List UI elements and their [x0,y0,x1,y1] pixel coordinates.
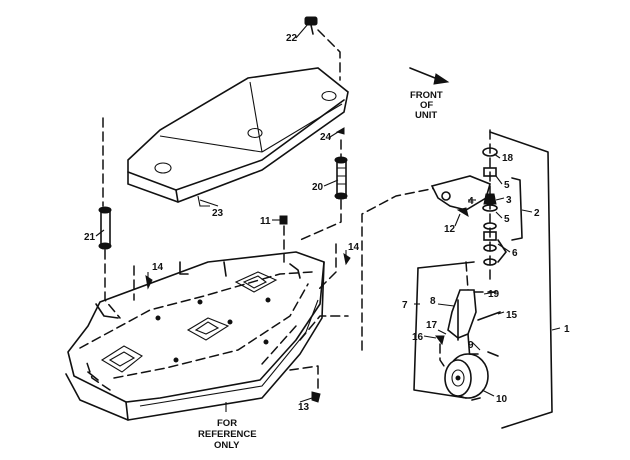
clip-14-part [133,243,351,301]
deck-cover-part [127,67,349,207]
callout-14-left: 14 [152,262,164,273]
front-of-unit-arrow [409,67,450,85]
front-of-unit-note: FRONT OF UNIT [410,90,443,121]
callout-24: 24 [320,132,332,143]
callout-8: 8 [430,296,436,307]
front-note-line1: FRONT [410,90,443,101]
front-note-line2: OF [420,100,433,111]
bolt-22-part [304,16,341,81]
callout-1: 1 [564,324,570,335]
callout-16: 16 [412,332,424,343]
callout-22: 22 [286,33,298,44]
callout-9: 9 [468,340,474,351]
callout-11: 11 [260,216,271,227]
bolt-11-part [279,215,288,263]
caster-wheel-part [444,353,489,401]
reference-note-line3: ONLY [214,440,240,451]
callout-7: 7 [402,300,408,311]
leader-lines [95,23,561,403]
caster-bracket-part [361,129,553,429]
callout-2: 2 [534,208,540,219]
stud-21-part [98,117,121,319]
callout-5-lower: 5 [504,214,510,225]
callout-13: 13 [298,402,310,413]
front-note-line3: UNIT [415,110,437,121]
callout-15: 15 [506,310,518,321]
callout-4: 4 [468,196,474,207]
stud-20-part [299,127,348,241]
mower-deck-part [65,251,349,421]
reference-note-line1: FOR [217,418,237,429]
callout-20: 20 [312,182,324,193]
reference-note-line2: REFERENCE [198,429,257,440]
callout-14-right: 14 [348,242,360,253]
callout-19: 19 [488,289,500,300]
callout-18: 18 [502,153,514,164]
callout-12: 12 [444,224,456,235]
callout-23: 23 [212,208,224,219]
callout-6: 6 [512,248,518,259]
callout-labels: 22 24 20 21 23 11 14 14 13 12 18 5 3 4 5… [84,33,570,413]
callout-3: 3 [506,195,512,206]
callout-17: 17 [426,320,438,331]
callout-10: 10 [496,394,508,405]
callout-5-upper: 5 [504,180,510,191]
for-reference-only-note: FOR REFERENCE ONLY [198,402,257,451]
bolt-13-part [289,365,321,403]
callout-21: 21 [84,232,96,243]
